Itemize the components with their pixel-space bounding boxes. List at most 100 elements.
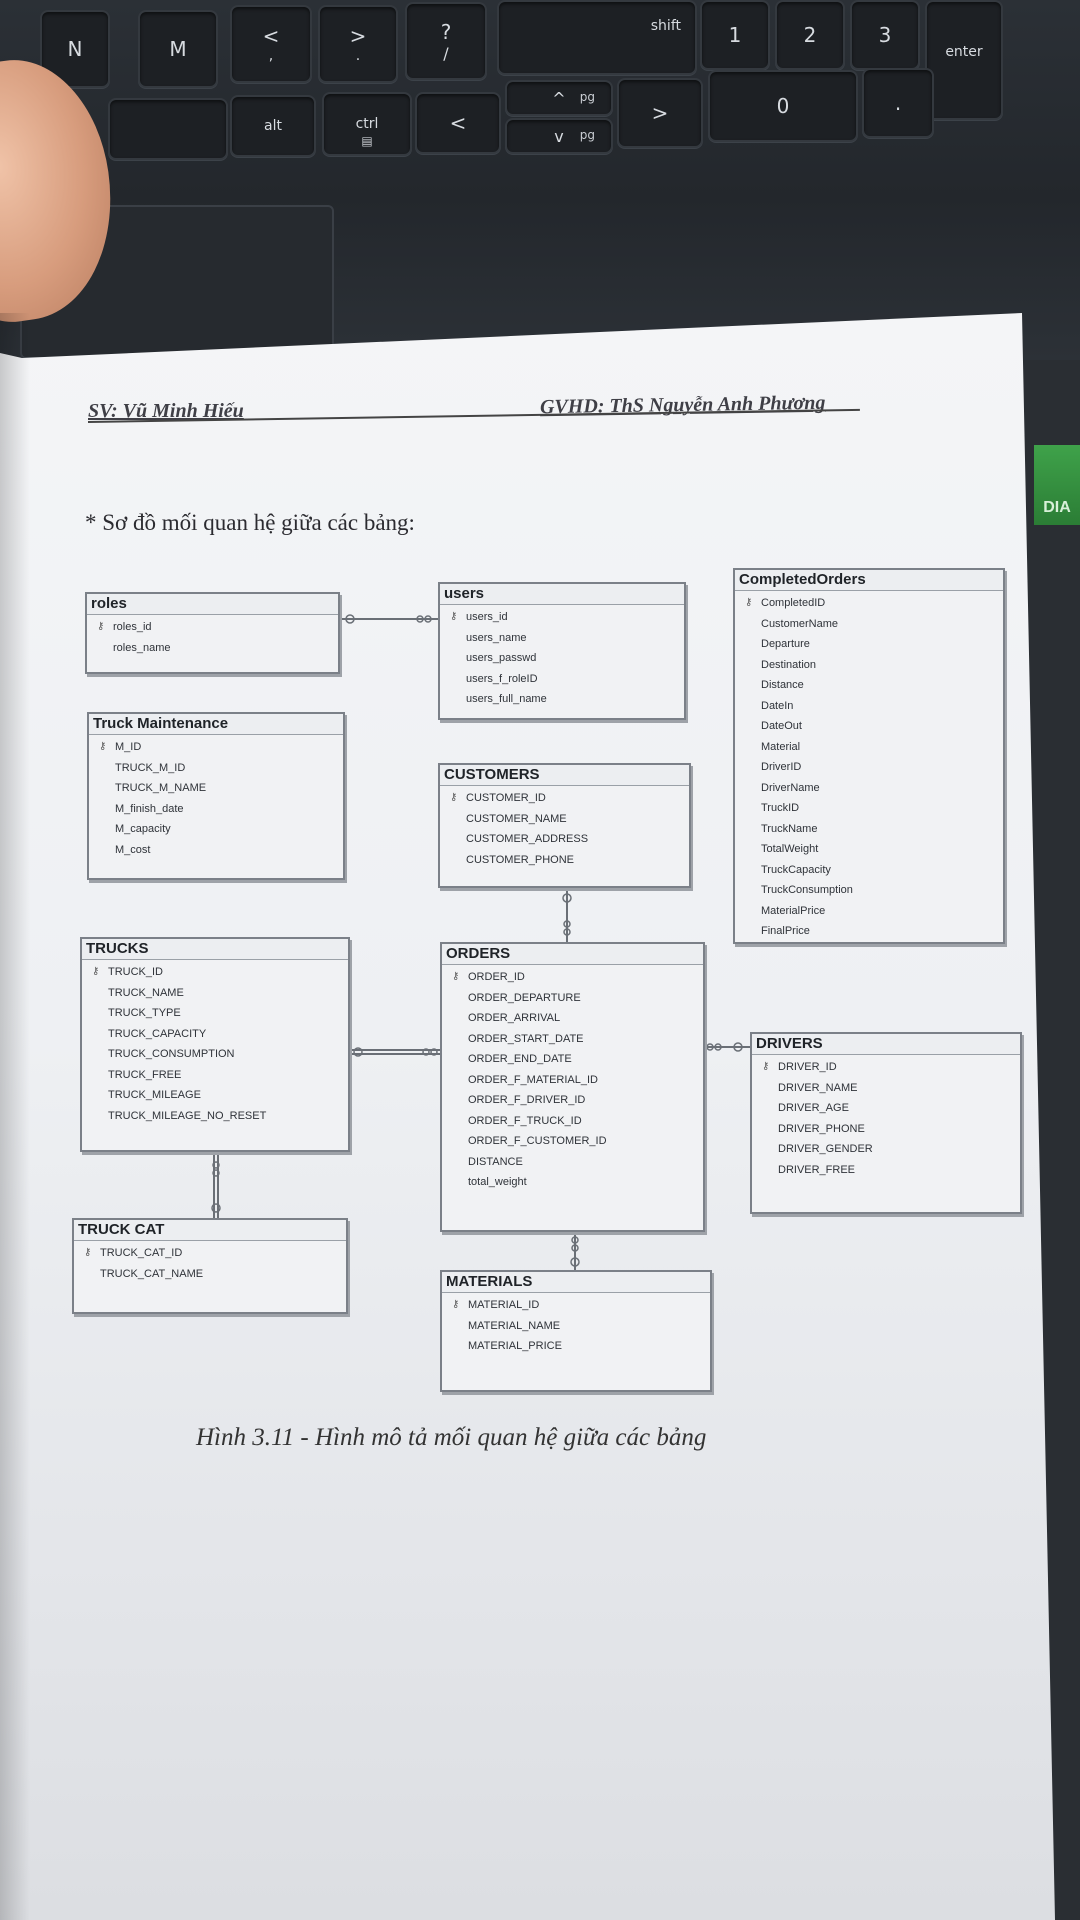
- table-title: CUSTOMERS: [440, 765, 689, 786]
- keyboard-background: N M <, >. ?/ shift 1 2 3 enter alt ctrl▤…: [0, 0, 1080, 360]
- table-field: DRIVER_FREE: [778, 1163, 856, 1176]
- table-field: DISTANCE: [468, 1155, 523, 1168]
- table-field: ORDER_ARRIVAL: [468, 1012, 561, 1024]
- header-student: SV: Vũ Minh Hiếu: [88, 400, 244, 422]
- primary-key-field: ⚷users_id: [440, 607, 684, 628]
- table-field: DriverID: [761, 761, 802, 773]
- table-field: TRUCK_M_NAME: [115, 782, 207, 794]
- key-3: 3: [850, 0, 920, 70]
- key-period: >.: [318, 5, 398, 83]
- key-icon: ⚷: [452, 1299, 460, 1310]
- key-shift: shift: [497, 0, 697, 75]
- key-icon: ⚷: [450, 792, 458, 803]
- primary-key-field: ⚷M_ID: [89, 737, 343, 758]
- table-field: Material: [761, 740, 801, 753]
- key-slash: ?/: [405, 2, 487, 80]
- table-field: MATERIAL_PRICE: [468, 1340, 562, 1352]
- table-field: users_passwd: [466, 652, 537, 664]
- key-icon: ⚷: [762, 1061, 770, 1072]
- table-field: CustomerName: [761, 617, 839, 630]
- key-comma: <,: [230, 5, 312, 83]
- table-truck-maintenance: Truck Maintenance ⚷M_ID TRUCK_M_ID TRUCK…: [87, 712, 345, 880]
- primary-key-field: ⚷DRIVER_ID: [752, 1057, 1020, 1078]
- table-field: TRUCK_TYPE: [108, 1007, 181, 1019]
- table-field: Destination: [761, 658, 817, 671]
- key-icon: ⚷: [92, 966, 100, 977]
- table-field: DRIVER_GENDER: [778, 1143, 873, 1155]
- table-field: TRUCK_MILEAGE_NO_RESET: [108, 1109, 267, 1122]
- table-title: roles: [87, 594, 338, 615]
- table-field: TRUCK_FREE: [108, 1068, 182, 1081]
- table-field: TruckID: [761, 802, 800, 814]
- table-field: M_cost: [115, 843, 151, 856]
- key-2: 2: [775, 0, 845, 70]
- table-field: DRIVER_NAME: [778, 1081, 858, 1094]
- table-title: MATERIALS: [442, 1272, 710, 1293]
- key-alt: alt: [230, 95, 316, 157]
- table-roles: roles ⚷roles_id roles_name: [85, 592, 340, 674]
- table-drivers: DRIVERS ⚷DRIVER_ID DRIVER_NAME DRIVER_AG…: [750, 1032, 1022, 1214]
- table-field: ORDER_F_CUSTOMER_ID: [468, 1135, 607, 1147]
- primary-key-field: ⚷MATERIAL_ID: [442, 1295, 710, 1316]
- table-field: CUSTOMER_NAME: [466, 812, 567, 825]
- table-field: TRUCK_MILEAGE: [108, 1089, 201, 1101]
- table-field: ORDER_F_DRIVER_ID: [468, 1094, 586, 1106]
- table-truck-cat: TRUCK CAT ⚷TRUCK_CAT_ID TRUCK_CAT_NAME: [72, 1218, 348, 1314]
- table-field: TRUCK_M_ID: [115, 761, 186, 774]
- table-field: DRIVER_AGE: [778, 1102, 849, 1114]
- table-field: TruckCapacity: [761, 863, 831, 876]
- table-field: Distance: [761, 679, 804, 691]
- table-materials: MATERIALS ⚷MATERIAL_ID MATERIAL_NAME MAT…: [440, 1270, 712, 1392]
- table-customers: CUSTOMERS ⚷CUSTOMER_ID CUSTOMER_NAME CUS…: [438, 763, 691, 888]
- table-field: users_f_roleID: [466, 672, 538, 685]
- table-field: TotalWeight: [761, 843, 819, 855]
- table-field: DriverName: [761, 781, 820, 794]
- table-field: MATERIAL_NAME: [468, 1319, 561, 1332]
- key-icon: ⚷: [99, 741, 107, 752]
- table-field: TruckConsumption: [761, 884, 853, 896]
- table-field: Departure: [761, 638, 810, 650]
- table-field: TruckName: [761, 822, 818, 835]
- table-orders: ORDERS ⚷ORDER_ID ORDER_DEPARTURE ORDER_A…: [440, 942, 705, 1232]
- key-m: M: [138, 10, 218, 88]
- key-icon: ⚷: [84, 1247, 92, 1258]
- key-page-up: ^pg: [505, 80, 613, 116]
- key-1: 1: [700, 0, 770, 70]
- key-enter: enter: [925, 0, 1003, 120]
- primary-key-field: ⚷TRUCK_CAT_ID: [74, 1243, 346, 1264]
- figure-caption: Hình 3.11 - Hình mô tả mối quan hệ giữa …: [196, 1424, 707, 1451]
- table-field: users_full_name: [466, 693, 547, 705]
- table-field: CUSTOMER_PHONE: [466, 853, 574, 866]
- table-title: Truck Maintenance: [89, 714, 343, 735]
- table-completed-orders: CompletedOrders ⚷CompletedID CustomerNam…: [733, 568, 1005, 944]
- primary-key-field: ⚷ORDER_ID: [442, 967, 703, 988]
- paper-edge-shadow: [0, 313, 30, 1920]
- primary-key-field: ⚷roles_id: [87, 617, 338, 638]
- key-0: 0: [708, 70, 858, 142]
- table-field: ORDER_START_DATE: [468, 1032, 584, 1045]
- key-left-arrow: <: [415, 92, 501, 154]
- table-users: users ⚷users_id users_name users_passwd …: [438, 582, 686, 720]
- table-field: TRUCK_CAPACITY: [108, 1027, 207, 1040]
- table-field: ORDER_END_DATE: [468, 1053, 572, 1065]
- key-icon: ⚷: [452, 971, 460, 982]
- table-field: DateOut: [761, 720, 802, 732]
- key-icon: ⚷: [97, 621, 105, 632]
- table-field: TRUCK_CAT_NAME: [100, 1267, 204, 1280]
- table-title: users: [440, 584, 684, 605]
- section-heading: * Sơ đồ mối quan hệ giữa các bảng:: [85, 510, 415, 535]
- table-field: MaterialPrice: [761, 904, 826, 917]
- key-ctrl: ctrl▤: [322, 92, 412, 156]
- key-icon: ⚷: [745, 597, 753, 608]
- table-field: ORDER_F_TRUCK_ID: [468, 1114, 582, 1127]
- table-title: CompletedOrders: [735, 570, 1003, 591]
- key-blank: [108, 98, 228, 160]
- table-field: M_capacity: [115, 823, 171, 835]
- green-sticker: DIA: [1034, 445, 1080, 525]
- table-title: DRIVERS: [752, 1034, 1020, 1055]
- table-field: users_name: [466, 631, 527, 644]
- table-field: DRIVER_PHONE: [778, 1122, 865, 1135]
- table-field: CUSTOMER_ADDRESS: [466, 833, 589, 845]
